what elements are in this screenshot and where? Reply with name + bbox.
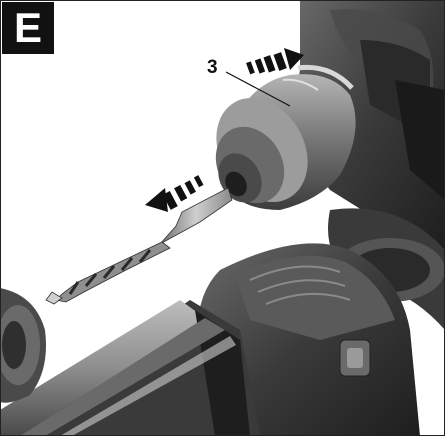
tool-chuck [215,74,356,211]
depth-rail [0,300,260,436]
step-badge: E [2,2,54,54]
drill-bit [45,187,233,305]
accessory-left [0,288,46,403]
arrow-right-icon [246,48,304,75]
tool-motor-body [197,243,420,436]
tool-housing [292,0,445,250]
callout-leader-line [225,71,291,107]
chuck-ring [297,64,354,90]
arrow-left-icon [145,175,204,212]
callout-number: 3 [207,57,218,78]
